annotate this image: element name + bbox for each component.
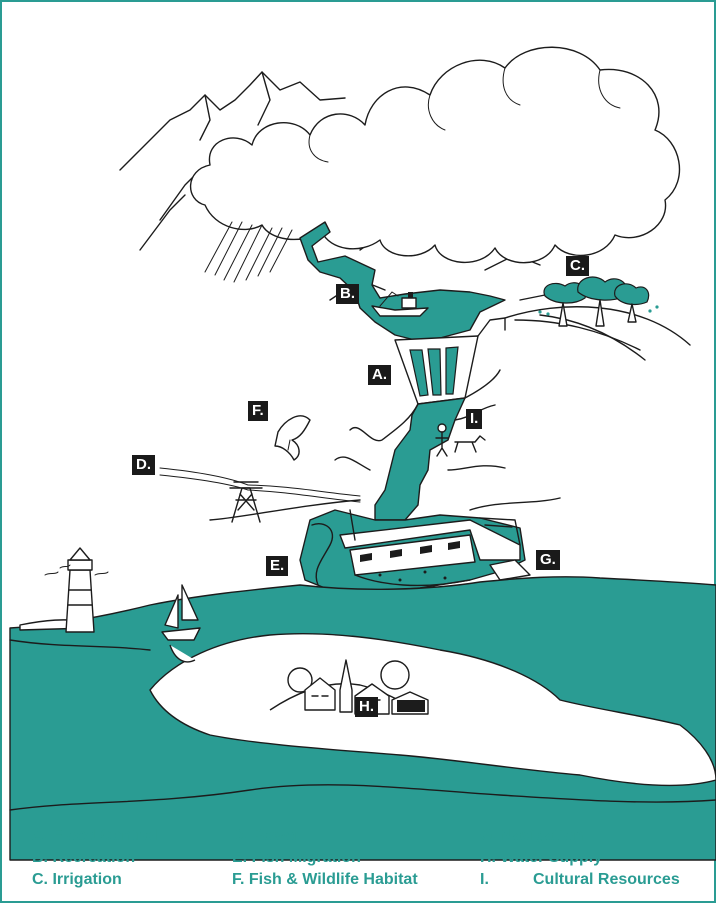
legend-irrigation: C. Irrigation (32, 871, 122, 888)
legend-fish-migration: E. Fish Migration (232, 849, 361, 866)
legend-cultural-resources: Cultural Resources (533, 871, 680, 888)
marker-h: H. (355, 697, 378, 717)
legend-fish-wildlife: F. Fish & Wildlife Habitat (232, 871, 418, 888)
river-middle (374, 397, 466, 521)
lighthouse-icon (44, 547, 109, 633)
cloud-icon (189, 46, 681, 264)
bird-icon (274, 415, 311, 461)
marker-i: I. (466, 409, 483, 429)
town-icon (269, 659, 429, 715)
legend-flood-control: A. Flood Control (32, 827, 158, 844)
marker-f: F. (248, 401, 268, 421)
fish-ladder-icon (311, 509, 521, 587)
marker-e: E. (266, 556, 289, 576)
dam-icon (394, 317, 506, 405)
rain-icon (204, 221, 293, 283)
marker-g: G. (536, 550, 560, 570)
marker-b: B. (336, 284, 359, 304)
sailboat-icon (161, 584, 201, 663)
marker-d: D. (132, 455, 155, 475)
power-tower-icon (159, 467, 361, 523)
barge-icon (489, 559, 531, 581)
tree-icon (504, 276, 691, 361)
marker-a: A. (368, 365, 391, 385)
legend-cultural-letter: I. (480, 871, 489, 888)
legend-power: D. Power (232, 827, 301, 844)
marker-c: C. (566, 256, 589, 276)
legend-navigation: G. Navigation (480, 827, 584, 844)
legend-recreation: B. Recreation (32, 849, 136, 866)
legend: A. Flood Control B. Recreation C. Irriga… (0, 826, 716, 896)
legend-water-supply: H. Water Supply (480, 849, 603, 866)
petroglyph-icon (435, 423, 486, 457)
boat-icon (371, 291, 429, 317)
